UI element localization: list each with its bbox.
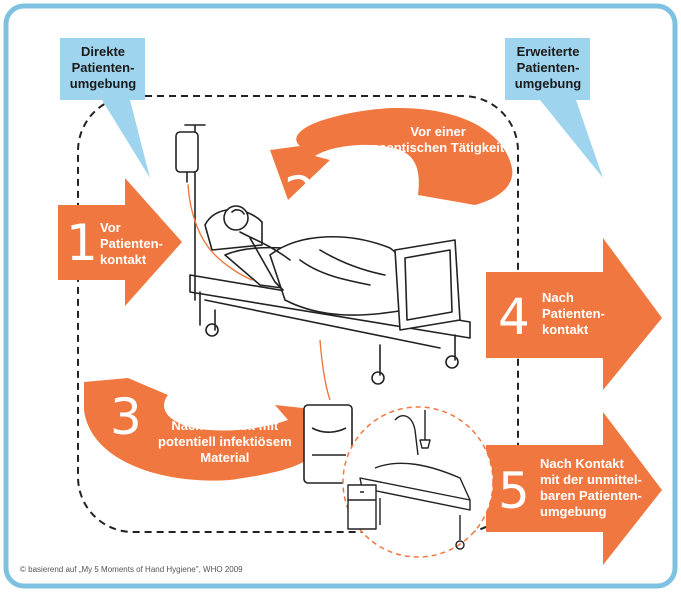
moment-3-number: 3: [110, 392, 142, 442]
moment-1-number: 1: [66, 218, 98, 268]
moment-4-label: Nach Patienten- kontakt: [542, 290, 605, 338]
moment-5-label: Nach Kontakt mit der unmittel- baren Pat…: [540, 456, 642, 520]
zone-label-extended: Erweiterte Patienten- umgebung: [507, 44, 589, 92]
moment-4-number: 4: [498, 292, 530, 342]
source-footnote: © basierend auf „My 5 Moments of Hand Hy…: [20, 565, 243, 574]
moment-2-label: Vor einer aseptischen Tätigkeit: [372, 124, 504, 156]
moment-3-label: Nach Kontakt mit potentiell infektiösem …: [158, 418, 292, 466]
moment-2-number: 2: [284, 170, 316, 220]
moment-5-number: 5: [498, 466, 530, 516]
moment-1-label: Vor Patienten- kontakt: [100, 220, 163, 268]
zone-label-direct: Direkte Patienten- umgebung: [62, 44, 144, 92]
